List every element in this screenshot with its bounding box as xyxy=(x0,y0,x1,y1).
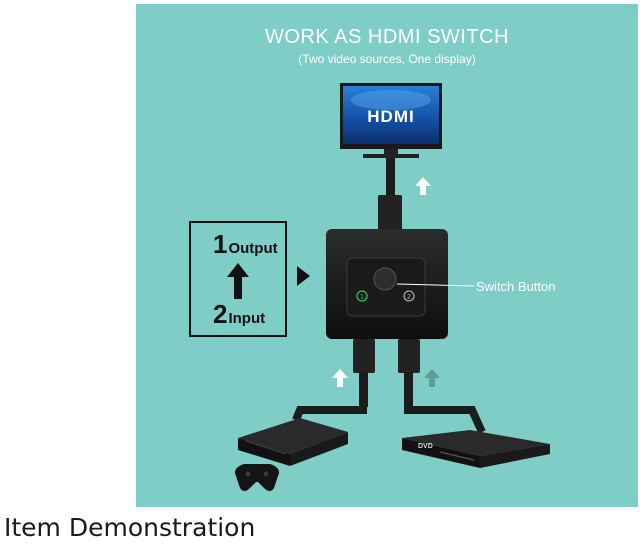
led-indicator-1 xyxy=(356,290,368,302)
input-cable-2 xyxy=(398,339,486,434)
game-console-icon xyxy=(238,418,348,466)
gamepad-icon xyxy=(235,464,279,491)
output-number: 1 xyxy=(213,229,228,259)
image-caption: Item Demonstration xyxy=(4,513,256,542)
dvd-logo-text: DVD xyxy=(418,443,433,450)
port-2-label: 2 xyxy=(407,294,411,301)
input-number: 2 xyxy=(213,299,228,329)
switch-button-label: Switch Button xyxy=(476,279,556,294)
diagram-subtitle: (Two video sources, One display) xyxy=(298,52,476,66)
black-up-arrow-icon xyxy=(227,263,249,299)
right-triangle-pointer-icon xyxy=(297,266,310,286)
up-arrow-icon xyxy=(415,177,431,195)
output-input-legend: 1Output 2Input xyxy=(189,221,287,337)
led-indicator-2 xyxy=(403,290,415,302)
input-label: Input xyxy=(228,310,266,327)
output-cable xyxy=(378,158,402,231)
switch-button-pointer-line xyxy=(396,283,475,287)
switch-button-icon xyxy=(373,267,397,291)
dvd-player-icon: DVD xyxy=(402,430,550,468)
tv-screen-text: HDMI xyxy=(367,107,414,126)
port-1-label: 1 xyxy=(360,294,364,301)
hdmi-switch-device: 1 2 xyxy=(326,229,448,339)
output-legend-row: 1Output xyxy=(213,229,278,260)
up-arrow-active-icon xyxy=(332,369,348,387)
input-cable-1 xyxy=(292,339,375,422)
input-legend-row: 2Input xyxy=(213,299,265,330)
output-label: Output xyxy=(228,240,278,257)
diagram-title: WORK AS HDMI SWITCH xyxy=(265,26,509,48)
up-arrow-inactive-icon xyxy=(424,369,440,387)
tv-monitor-icon: HDMI xyxy=(340,83,442,158)
